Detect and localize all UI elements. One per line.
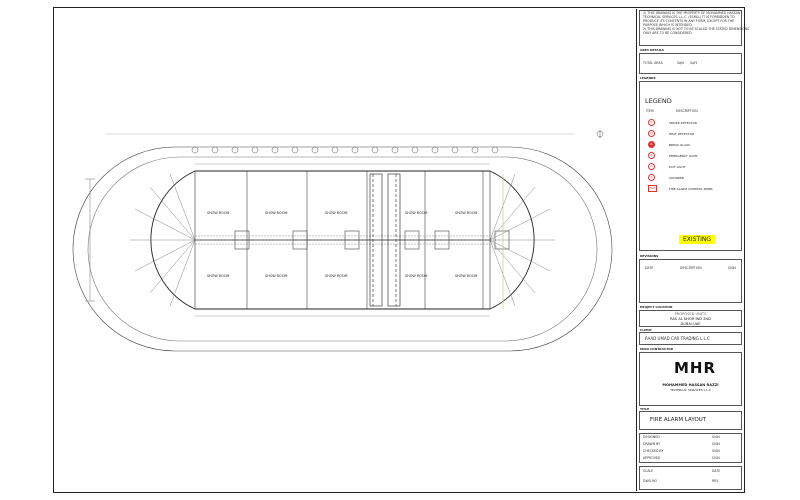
title-heading: TITLE: [640, 407, 650, 411]
scale-table: SCALE DATE DWG NO REV: [639, 466, 742, 490]
control-panel-icon: FACP: [648, 185, 657, 192]
area-value-2: SqFt: [690, 61, 698, 65]
unit-label: SHOW ROOM: [325, 211, 347, 215]
project-line: PROPOSED UNITS: [674, 312, 707, 316]
area-box: TOTAL AREA SqM SqFt: [639, 53, 742, 74]
company-name: MOHAMMED HASSAN RAZZI: [662, 383, 719, 387]
legend-title: LEGEND: [645, 97, 672, 105]
break-glass-icon: B: [648, 141, 655, 148]
unit-label: SHOW ROOM: [207, 211, 229, 215]
project-line: RAS AL KHOR IND 2ND: [670, 317, 711, 321]
dwg-no-label: DWG NO: [643, 479, 657, 483]
notes-line: 1) THIS DRAWING IS THE PROPERTY OF MOHAM…: [643, 11, 741, 15]
date-label: DATE: [712, 469, 721, 473]
notes-line: 2) THIS DRAWING IS NOT TO BE SCALED THE …: [643, 27, 750, 31]
unit-label: SHOW ROOM: [455, 211, 477, 215]
exit-light-icon: X: [648, 163, 655, 170]
rev-label: REV: [712, 479, 719, 483]
revisions-heading: REVISIONS: [640, 254, 659, 258]
signature-row-right: SIGN: [712, 456, 720, 460]
legend-heading: LEGENDS: [640, 76, 656, 80]
revisions-table: DATE DESCRIPTION SIGN: [639, 259, 742, 303]
project-heading: PROJECT LOCATION: [640, 305, 673, 309]
company-subname: TECHNICAL SERVICES L.L.C: [670, 388, 711, 392]
unit-label: SHOW ROOM: [405, 274, 427, 278]
scale-label: SCALE: [643, 469, 654, 473]
unit-label: SHOW ROOM: [325, 274, 347, 278]
floor-plan-drawing: SHOW ROOM SHOW ROOM SHOW ROOM SHOW ROOM …: [72, 130, 613, 352]
client-box: RAAD UMAD CAR TRADING L.L.C: [639, 332, 742, 345]
sounder-icon: A: [648, 174, 655, 181]
title-box: FIRE ALARM LAYOUT: [639, 411, 742, 430]
project-box: PROPOSED UNITS RAS AL KHOR IND 2ND DUBAI…: [639, 310, 742, 327]
notes-line: TECHNICAL SERVICES L.L.C. (ESMLL) IT IS …: [643, 15, 735, 19]
title-block-panel: [636, 9, 744, 491]
signature-row-label: DRAWN BY: [643, 442, 661, 446]
legend-col-desc: DESCRIPTION: [676, 109, 698, 113]
revisions-col-desc: DESCRIPTION: [680, 266, 702, 270]
plan-inner-outline: [87, 156, 598, 342]
company-logo: MHR: [674, 359, 717, 377]
client-name: RAAD UMAD CAR TRADING L.L.C: [645, 336, 710, 341]
heat-detector-icon: H: [648, 130, 655, 137]
revisions-col-date: DATE: [645, 266, 654, 270]
notes-line: PURPOSE WHICH IS INTENDED.: [643, 23, 693, 27]
plan-outer-outline: [72, 146, 613, 352]
signature-row-right: SIGN: [712, 442, 720, 446]
contractor-box: MHR MOHAMMED HASSAN RAZZI TECHNICAL SERV…: [639, 352, 742, 406]
drawing-sheet-border: [53, 7, 745, 493]
notes-box: 1) THIS DRAWING IS THE PROPERTY OF MOHAM…: [639, 10, 749, 46]
unit-label: SHOW ROOM: [405, 211, 427, 215]
revisions-col-sign: SIGN: [728, 266, 736, 270]
signature-row-right: SIGN: [712, 435, 720, 439]
status-badge: EXISTING: [679, 235, 715, 244]
unit-label: SHOW ROOM: [207, 274, 229, 278]
drawing-title: FIRE ALARM LAYOUT: [650, 417, 707, 423]
area-label: TOTAL AREA: [643, 61, 663, 65]
notes-line: PRODUCE ITS CONTENTS IN ANY FORM, EXCEPT…: [643, 19, 735, 23]
legend-col-item: ITEM: [646, 109, 654, 113]
project-line: DUBAI-UAE: [680, 322, 701, 326]
emergency-light-icon: E: [648, 152, 655, 159]
signature-row-label: CHECKED BY: [643, 449, 664, 453]
area-heading: AREA DETAILS: [640, 48, 664, 52]
unit-label: SHOW ROOM: [265, 211, 287, 215]
signature-row-right: SIGN: [712, 449, 720, 453]
area-value: SqM: [677, 61, 684, 65]
notes-line: ONLY ARE TO BE CONSIDERED: [643, 31, 692, 35]
contractor-heading: MAIN CONTRACTOR: [640, 347, 674, 351]
client-heading: CLIENT: [640, 328, 652, 332]
signature-row-label: DESIGNED: [643, 435, 660, 439]
unit-label: SHOW ROOM: [265, 274, 287, 278]
smoke-detector-icon: S: [648, 119, 655, 126]
signature-row-label: APPROVED: [643, 456, 661, 460]
signature-table: DESIGNED SIGN DRAWN BY SIGN CHECKED BY S…: [639, 433, 742, 463]
unit-label: SHOW ROOM: [455, 274, 477, 278]
